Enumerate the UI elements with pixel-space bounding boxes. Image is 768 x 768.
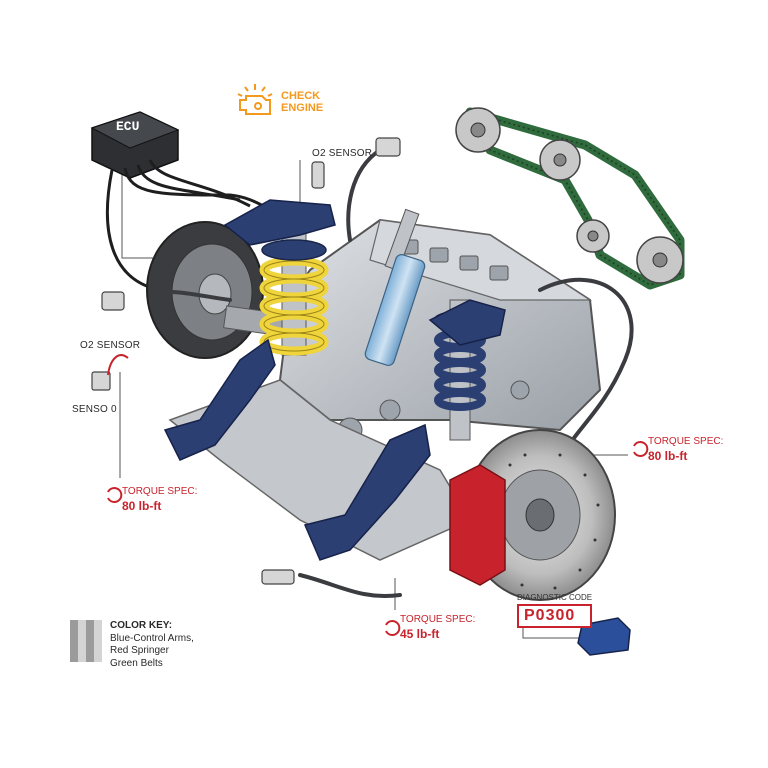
check-engine-indicator: CHECK ENGINE <box>232 82 323 122</box>
left-brake-disc <box>146 221 287 359</box>
torque-spec-bottom: TORQUE SPEC: 45 lb-ft <box>380 614 475 642</box>
color-key-line: Blue-Control Arms, <box>110 632 194 644</box>
torque-spec-title: TORQUE SPEC: <box>648 436 724 447</box>
o2-sensor-connectors <box>91 137 401 585</box>
check-engine-label-line1: CHECK <box>281 89 321 102</box>
belt-drive <box>455 107 685 290</box>
o2-sensor-left-label: O2 SENSOR <box>80 340 141 351</box>
diagnostic-code-title: DIAGNOSTIC CODE <box>517 593 593 602</box>
diagnostic-code-box: DIAGNOSTIC CODE P0300 <box>517 593 593 628</box>
brake-caliper <box>449 464 506 586</box>
sensor-wire <box>107 354 129 376</box>
color-key-swatch <box>70 620 102 662</box>
o2-sensor-top-label: O2 SENSOR <box>312 148 373 159</box>
left-upper-control-arm <box>223 199 336 246</box>
ecu-module <box>90 111 301 292</box>
sensor-left-label: SENSO 0 <box>72 404 117 415</box>
color-key-title: COLOR KEY: <box>110 620 173 631</box>
torque-spec-left: TORQUE SPEC: 80 lb-ft <box>102 486 197 514</box>
color-key-line: Red Springer <box>110 645 169 656</box>
color-key-line: Green Belts <box>110 657 163 669</box>
center-shock <box>364 208 426 366</box>
engine-block <box>278 218 602 443</box>
torque-spec-title: TORQUE SPEC: <box>122 486 198 497</box>
torque-spec-title: TORQUE SPEC: <box>400 614 476 625</box>
torque-spec-right: TORQUE SPEC: 80 lb-ft <box>628 436 723 464</box>
check-engine-label-line2: ENGINE <box>281 102 324 114</box>
diagnostic-code-value: P0300 <box>517 604 593 628</box>
torque-spec-value: 80 lb-ft <box>122 498 162 513</box>
color-key: COLOR KEY: Blue-Control Arms, Red Spring… <box>70 620 194 670</box>
torque-spec-value: 45 lb-ft <box>400 626 440 641</box>
torque-spec-value: 80 lb-ft <box>648 448 688 463</box>
left-lower-control-arm <box>163 338 276 461</box>
right-upper-control-arm <box>428 299 506 346</box>
check-engine-icon <box>237 84 273 115</box>
torque-cycle-icon <box>107 441 649 636</box>
ecu-label: ECU <box>116 119 140 134</box>
right-lower-control-arm <box>303 423 431 561</box>
